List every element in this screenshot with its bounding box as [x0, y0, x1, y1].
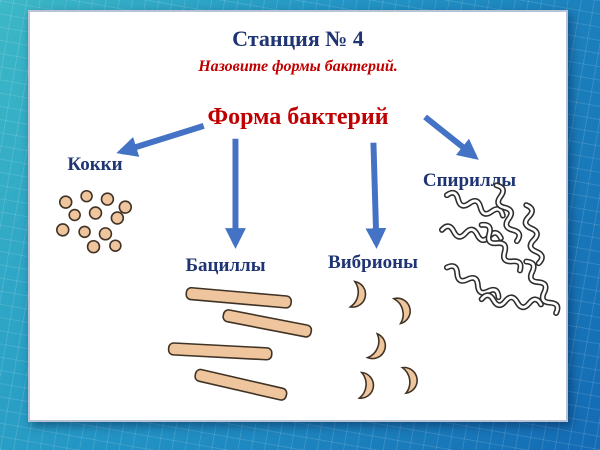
cocci-illustration	[56, 189, 133, 254]
label-vibrios: Вибрионы	[328, 252, 418, 273]
arrow-to-cocci	[116, 123, 205, 157]
arrow-to-vibrios	[365, 142, 387, 249]
diagram-graphics	[56, 114, 566, 401]
diagram-heading: Форма бактерий	[207, 104, 389, 130]
slide-card: Станция № 4 Назовите формы бактерий. Фор…	[28, 10, 568, 422]
arrow-to-spirilla	[423, 114, 479, 160]
label-spirilla: Спириллы	[422, 170, 517, 191]
arrow-connectors	[116, 114, 479, 249]
label-bacilli: Бациллы	[185, 255, 266, 276]
label-cocci: Кокки	[67, 154, 123, 175]
vibrio-illustration	[349, 280, 420, 401]
bacilli-illustration	[167, 286, 313, 401]
spirilla-illustration	[441, 184, 560, 315]
slide-title: Станция № 4	[232, 26, 364, 51]
slide-subtitle: Назовите формы бактерий.	[198, 58, 398, 75]
